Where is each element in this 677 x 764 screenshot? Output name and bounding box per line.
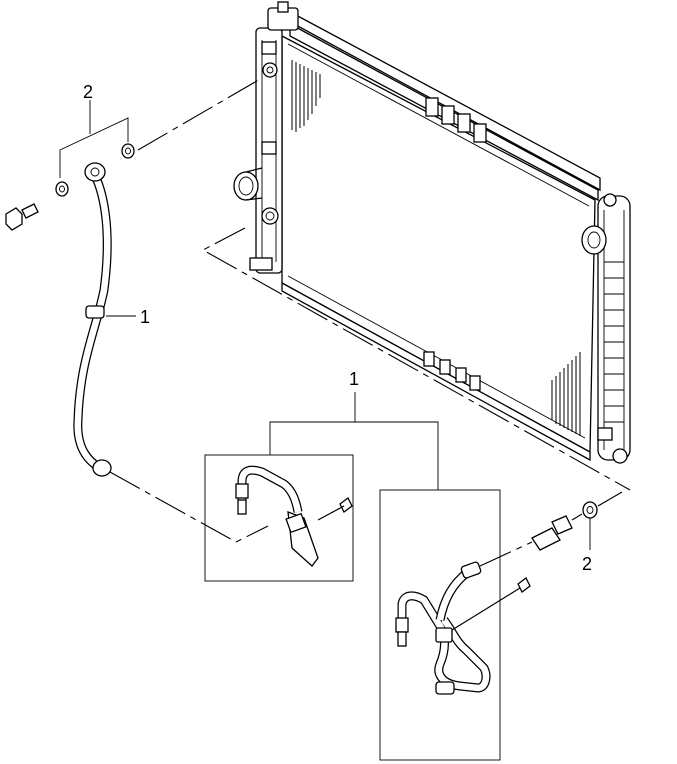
callout-label-1-center: 1 (349, 369, 359, 389)
hose-eye-fitting-top (84, 162, 106, 182)
callout-label-1-hose: 1 (140, 307, 150, 327)
callout-bracket-2-left (59, 117, 129, 178)
sealing-washer-right (571, 491, 623, 550)
cooler-connector-fitting (479, 515, 573, 567)
radiator-upper-clips (425, 97, 487, 143)
hose-fitting-bottom (92, 459, 112, 477)
sealing-washers-left (55, 143, 135, 197)
hose-clamp (85, 305, 105, 319)
radiator (201, 1, 631, 491)
hose-detail-left (235, 465, 353, 567)
radiator-right-tank (581, 193, 631, 464)
radiator-core-fins (291, 60, 581, 436)
callout-bracket-1-center (269, 421, 439, 490)
callout-label-2-bottom-right: 2 (582, 554, 592, 574)
detail-box-left (204, 454, 354, 582)
callout-label-2-top-left: 2 (83, 82, 93, 102)
hose-detail-right (395, 561, 531, 695)
banjo-bolt (5, 203, 39, 231)
radiator-left-tank (233, 1, 299, 274)
detail-box-right (379, 489, 501, 761)
radiator-lower-clips (423, 351, 481, 391)
leader-hose-to-box (109, 471, 269, 543)
leader-washer-to-radiator (137, 77, 263, 151)
left-oil-cooler-hose (73, 162, 112, 477)
